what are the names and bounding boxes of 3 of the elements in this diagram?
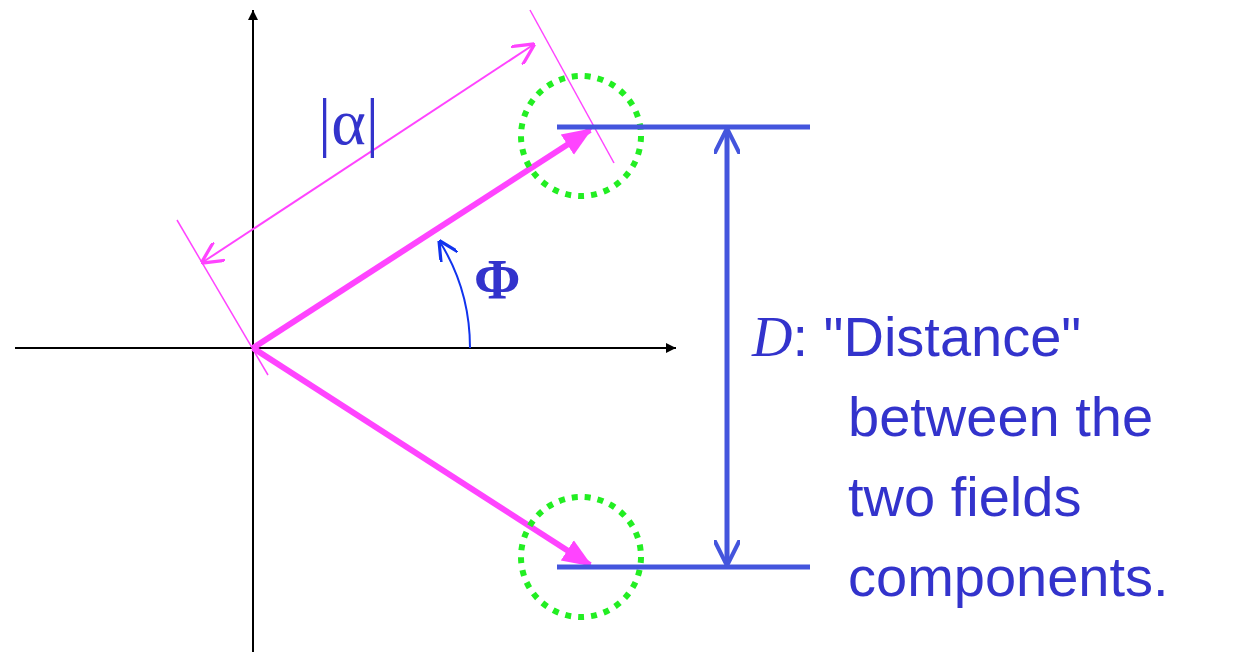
distance-note: D: "Distance" between the two fields components. — [752, 304, 1170, 610]
magnitude-label: |α| — [318, 84, 379, 160]
angle-label: Φ — [474, 248, 521, 312]
